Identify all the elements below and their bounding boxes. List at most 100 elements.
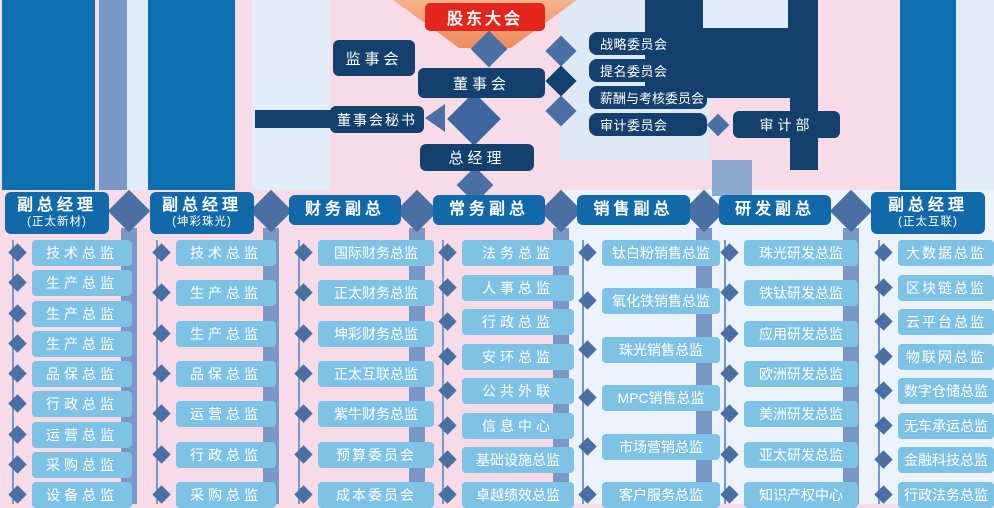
- column-header-title: 副总经理: [16, 197, 97, 215]
- org-item-label: 铁钛研发总监: [759, 285, 843, 302]
- org-item-label: 欧洲研发总监: [759, 365, 843, 382]
- column-header-7: 副总经理(正太互联): [871, 192, 985, 234]
- org-item-label: 亚太研发总监: [759, 446, 843, 463]
- column-header-title: 副总经理: [161, 197, 242, 215]
- org-item-label: 运营总监: [190, 406, 262, 423]
- org-item: 大数据总监: [874, 240, 994, 266]
- bg-steel-connector-audit: [712, 160, 752, 196]
- org-item-label: 钛白粉销售总监: [612, 245, 710, 261]
- board-of-directors-node: 董事会: [418, 68, 545, 98]
- org-item-label: 生产总监: [190, 325, 262, 342]
- committee-nomination: 提名委员会: [589, 59, 707, 82]
- org-item-label: 技术总监: [190, 245, 262, 261]
- org-item: 基础设施总监: [438, 447, 574, 474]
- column-header-title: 销售副总: [593, 200, 674, 218]
- org-item-label: 金融科技总监: [904, 452, 988, 469]
- org-item-label: 品保总监: [190, 365, 262, 382]
- org-item: 公共外联: [438, 378, 574, 405]
- bg-pink-strip-right: [818, 0, 900, 190]
- org-item: 钛白粉销售总监: [578, 240, 720, 266]
- org-item: 金融科技总监: [874, 447, 994, 474]
- org-item: 客户服务总监: [578, 481, 720, 508]
- org-item-label: 运营总监: [46, 426, 118, 443]
- org-item-label: 行政法务总监: [904, 486, 988, 503]
- supervisory-board-node: 监事会: [333, 40, 415, 76]
- column-header-subtitle: (坤彩珠光): [172, 215, 232, 228]
- bg-blue-bar-left-2: [148, 0, 235, 190]
- org-item-label: 信息中心: [482, 417, 554, 434]
- column-header-title: 副总经理: [887, 197, 968, 215]
- bg-pale-patch-left: [252, 0, 330, 190]
- org-item: 安环总监: [438, 343, 574, 370]
- org-item-label: 氧化铁销售总监: [612, 293, 710, 310]
- column-header-5: 销售副总: [577, 195, 690, 225]
- column-rail-line: [878, 240, 880, 504]
- column-items-6: 珠光研发总监铁钛研发总监应用研发总监欧洲研发总监美洲研发总监亚太研发总监知识产权…: [720, 240, 858, 508]
- org-item-label: 技术总监: [46, 245, 118, 261]
- org-item: 珠光销售总监: [578, 336, 720, 363]
- org-item: 知识产权中心: [720, 481, 858, 508]
- column-header-title: 常务副总: [448, 200, 529, 218]
- org-item: 行政法务总监: [874, 481, 994, 508]
- org-item: 技术总监: [152, 240, 276, 266]
- org-item: MPC销售总监: [578, 385, 720, 412]
- column-header-subtitle: (正太互联): [898, 215, 958, 228]
- column-items-7: 大数据总监区块链总监云平台总监物联网总监数字仓储总监无车承运总监金融科技总监行政…: [874, 240, 994, 508]
- org-item-label: 人事总监: [482, 279, 554, 296]
- org-item: 市场营销总监: [578, 433, 720, 460]
- column-items-5: 钛白粉销售总监氧化铁销售总监珠光销售总监 MPC销售总监市场营销总监客户服务总监: [578, 240, 720, 508]
- org-item: 珠光研发总监: [720, 240, 858, 266]
- org-item-label: 安环总监: [482, 348, 554, 365]
- column-header-title: 研发副总: [734, 200, 815, 218]
- org-item: 预算委员会: [294, 441, 434, 468]
- org-item-label: 法务总监: [482, 245, 554, 261]
- org-item: 云平台总监: [874, 309, 994, 336]
- board-secretary-node: 董事会秘书: [330, 106, 424, 133]
- committee-compensation: 薪酬与考核委员会: [589, 86, 707, 109]
- org-item-label: 应用研发总监: [759, 325, 843, 342]
- column-rail-line: [442, 240, 444, 504]
- org-item-label: 区块链总监: [906, 279, 986, 296]
- bg-pale-strip-left: [127, 0, 148, 190]
- org-item: 生产总监: [8, 330, 132, 357]
- org-item-label: 生产总监: [46, 275, 118, 292]
- org-item: 国际财务总监: [294, 240, 434, 266]
- org-item: 生产总监: [8, 300, 132, 327]
- org-item-label: 坤彩财务总监: [334, 325, 418, 342]
- org-item: 行政总监: [438, 309, 574, 336]
- org-item-label: 生产总监: [190, 285, 262, 302]
- org-item: 行政总监: [8, 391, 132, 418]
- org-item: 卓越绩效总监: [438, 481, 574, 508]
- org-item: 铁钛研发总监: [720, 280, 858, 307]
- org-item-label: 无车承运总监: [904, 417, 988, 434]
- org-item: 设备总监: [8, 482, 132, 508]
- committee-strategy: 战略委员会: [589, 32, 707, 55]
- org-item-label: 设备总监: [46, 487, 118, 503]
- org-item: 生产总监: [8, 270, 132, 297]
- org-item-label: 珠光研发总监: [759, 245, 843, 261]
- bg-steel-strip-left: [99, 0, 127, 190]
- org-item: 行政总监: [152, 441, 276, 468]
- column-items-1: 技术总监生产总监生产总监生产总监品保总监行政总监运营总监采购总监设备总监: [8, 240, 132, 508]
- org-item-label: 预算委员会: [336, 446, 416, 463]
- org-item-label: 美洲研发总监: [759, 406, 843, 423]
- org-item-label: 生产总监: [46, 335, 118, 352]
- org-item-label: 生产总监: [46, 305, 118, 322]
- org-item: 正太财务总监: [294, 280, 434, 307]
- bg-navy-tail-secretary: [255, 110, 335, 128]
- audit-department-node: 审计部: [733, 111, 840, 138]
- org-item: 欧洲研发总监: [720, 360, 858, 387]
- org-item-label: 珠光销售总监: [619, 341, 703, 358]
- org-item-label: 市场营销总监: [619, 438, 703, 455]
- committee-audit: 审计委员会: [589, 113, 707, 136]
- org-item-label: 正太互联总监: [334, 365, 418, 382]
- org-item: 正太互联总监: [294, 360, 434, 387]
- org-item-label: 数字仓储总监: [904, 383, 988, 400]
- org-item: 氧化铁销售总监: [578, 288, 720, 315]
- org-item: 技术总监: [8, 240, 132, 266]
- org-item: 运营总监: [8, 421, 132, 448]
- org-item: 成本委员会: [294, 481, 434, 508]
- org-item: 无车承运总监: [874, 412, 994, 439]
- org-item-label: 品保总监: [46, 366, 118, 382]
- org-item-label: 行政总监: [482, 314, 554, 331]
